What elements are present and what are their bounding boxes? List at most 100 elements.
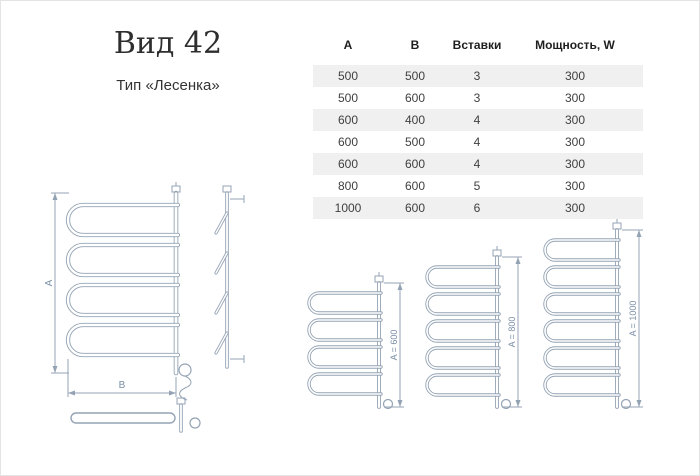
dim-arrow-top [515,257,521,264]
loop-4-inner [426,347,500,369]
table-row: 600 400 4 300 [313,109,643,131]
table-cell: 500 [337,69,359,83]
dim-label: B [119,380,126,391]
table-row: 600 500 4 300 [313,131,643,153]
loop-1-outline [425,265,501,289]
heating-element [178,363,192,377]
heating-element [500,398,512,410]
side-loop-2-inner [215,252,228,274]
table-cell: 600 [404,91,426,105]
heating-element [620,398,632,410]
table-cell: 300 [564,91,586,105]
bottom-heating-element [189,417,201,429]
table-cell: 4 [473,157,481,171]
loop-1-inner [426,266,500,288]
loop-5-outline [425,373,501,397]
loop-1-inner [544,239,620,261]
table-cell: 4 [473,135,481,149]
dim-arrow-left [68,390,75,396]
table-cell: 300 [564,157,586,171]
side-loop-4-inner [215,332,228,354]
table-row: 500 600 3 300 [313,87,643,109]
dim-arrow-top [636,230,642,237]
loop-3-outline [65,282,181,318]
loop-6-outline [543,373,621,397]
dim-label: A = 1000 [628,301,638,337]
loop-1-inner [308,292,382,314]
loop-2-inner [66,243,180,277]
loop-1-outline [65,202,181,238]
loop-4-outline [307,372,383,396]
dim-label: A [44,279,55,286]
dim-arrow-bottom [52,366,58,373]
table-header-cell: Мощность, W [535,38,615,52]
loop-3-inner [426,320,500,342]
variant-drawing-a600: A = 600 [307,272,404,410]
loop-2-outline [307,318,383,342]
table-cell: 6 [473,201,481,215]
loop-4-outline [425,346,501,370]
element-cable [179,375,192,401]
table-cell: 300 [564,201,586,215]
loop-4-inner [66,323,180,357]
table-row: 600 600 4 300 [313,153,643,175]
dim-arrow-bottom [397,400,403,407]
table-cell: 4 [473,113,481,127]
table-cell: 600 [337,157,359,171]
loop-2-outline [425,292,501,316]
table-cell: 600 [404,157,426,171]
side-loop-3-inner [215,292,228,314]
table-cell: 800 [337,179,359,193]
loop-2-inner [426,293,500,315]
table-cell: 1000 [334,201,362,215]
loop-4-outline [543,319,621,343]
title-block: Вид 42 Тип «Лесенка» [59,26,277,93]
variant-drawing-a800: A = 800 [425,246,522,410]
loop-2-inner [308,319,382,341]
dim-arrow-top [397,283,403,290]
table-header-cell: В [410,38,420,52]
table-cell: 3 [473,91,481,105]
loop-2-outline [65,242,181,278]
loop-1-outline [307,291,383,315]
table-cell: 400 [404,113,426,127]
dim-arrow-bottom [515,400,521,407]
dim-label: A = 600 [389,330,399,361]
loop-2-outline [543,265,621,289]
table-cell: 300 [564,69,586,83]
loop-5-outline [543,346,621,370]
loop-3-outline [307,345,383,369]
loop-3-inner [544,293,620,315]
dim-arrow-top [52,193,58,200]
loop-1-inner [66,203,180,237]
table-cell: 500 [337,91,359,105]
loop-4-outline [65,322,181,358]
table-cell: 300 [564,135,586,149]
tube-bottom-outline [70,412,176,424]
loop-3-outline [425,319,501,343]
loop-3-inner [66,283,180,317]
loop-3-inner [308,346,382,368]
table-cell: 500 [404,135,426,149]
table-cell: 600 [337,135,359,149]
side-cap [222,185,232,193]
loop-6-inner [544,374,620,396]
heating-element [382,398,394,410]
loop-2-inner [544,266,620,288]
table-cell: 600 [337,113,359,127]
loop-4-inner [544,320,620,342]
table-header-cell: А [343,38,353,52]
variant-drawing-a1000: A = 1000 [543,219,643,410]
loop-4-inner [308,373,382,395]
table-cell: 600 [404,201,426,215]
table-cell: 300 [564,113,586,127]
dim-arrow-right [169,390,176,396]
table-row: 1000 600 6 300 [313,197,643,219]
bottom-cap [176,397,186,405]
table-cell: 600 [404,179,426,193]
